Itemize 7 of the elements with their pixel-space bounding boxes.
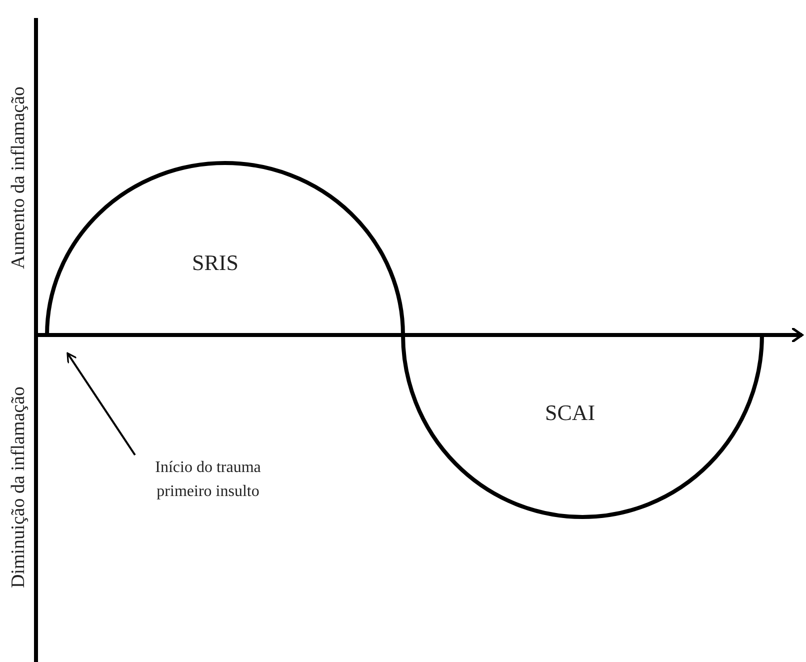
axis-label: Diminuição da inflamação: [8, 386, 30, 590]
axis-label: Aumento da inflamação: [8, 85, 30, 271]
annotation-text: Início do trauma primeiro insulto: [128, 456, 288, 504]
leader-line: [66, 352, 136, 456]
region-label: SRIS: [192, 250, 238, 276]
inflammation-curve: [45, 161, 764, 519]
region-label: SCAI: [545, 400, 596, 426]
